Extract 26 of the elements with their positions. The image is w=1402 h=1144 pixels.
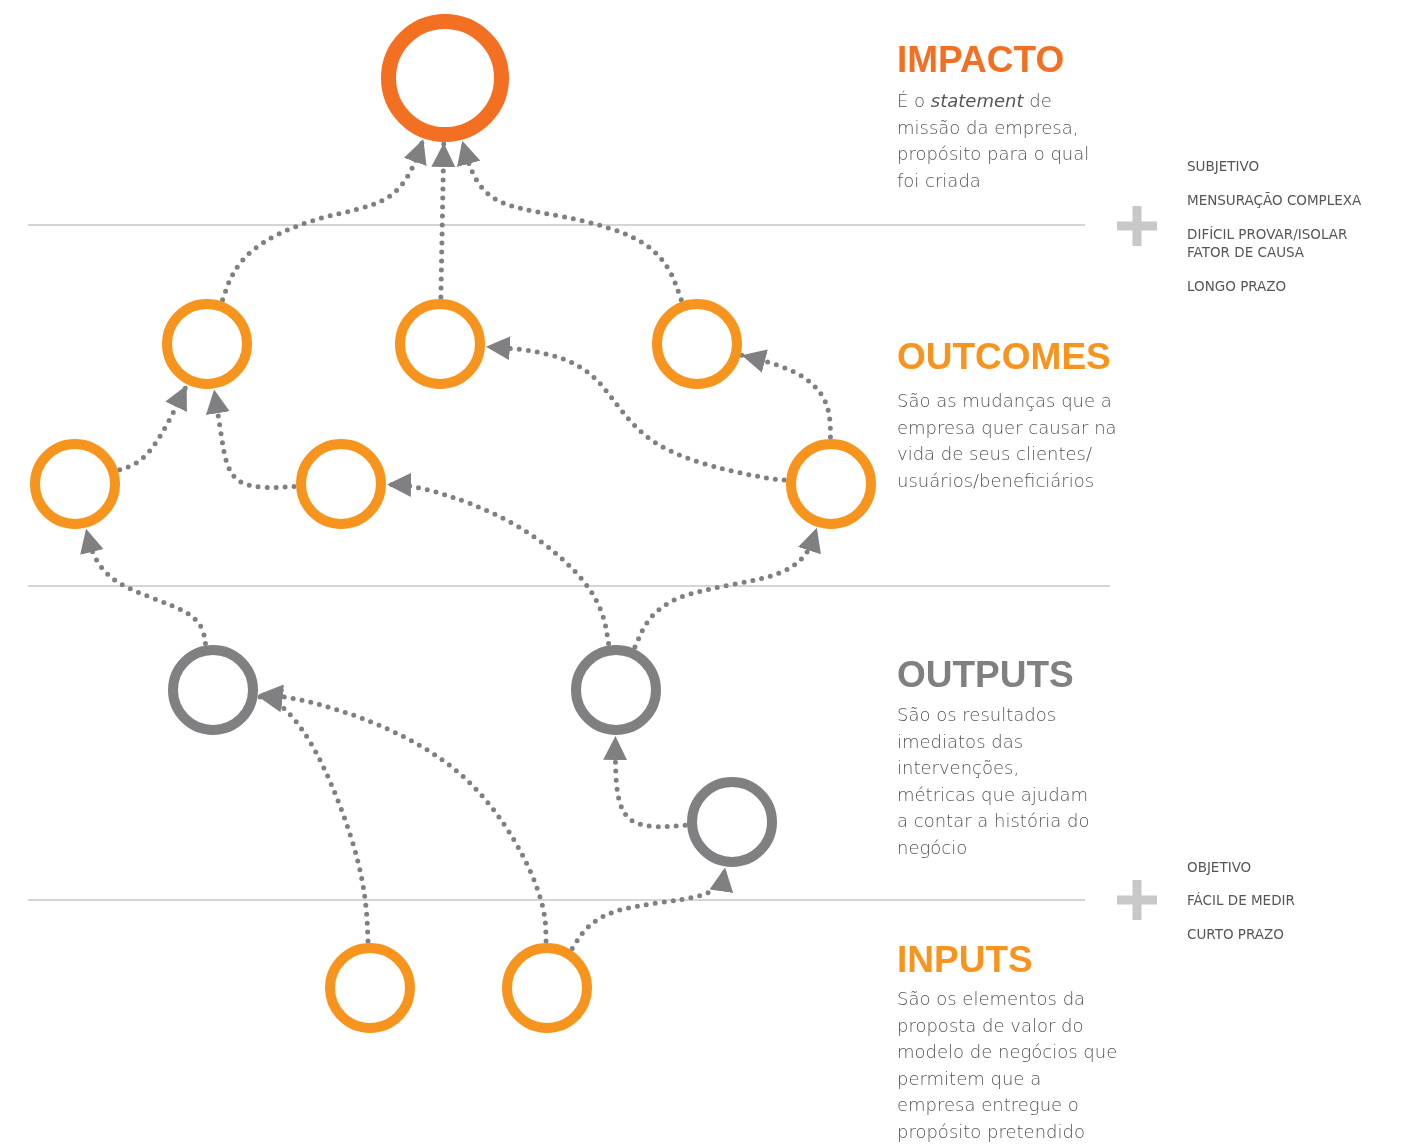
characteristic-item: DIFÍCIL PROVAR/ISOLAR FATOR DE CAUSA	[1187, 225, 1349, 261]
dotted-arrow	[256, 684, 549, 944]
dotted-arrow	[431, 140, 456, 300]
dotted-arrow	[256, 688, 371, 944]
level-heading: INPUTS	[897, 940, 1033, 980]
level-description: São as mudanças que a empresa quer causar na vida de seus clientes/ usuários/beneficiários	[897, 389, 1118, 493]
level-heading: OUTPUTS	[897, 655, 1074, 695]
dotted-arrow	[117, 382, 190, 473]
characteristic-item: OBJETIVO	[1187, 858, 1253, 876]
dotted-arrow	[739, 349, 833, 440]
dotted-arrow	[80, 526, 208, 647]
level-description: São os resultados imediatos das intervenções, métricas que ajudam a contar a história do negócio	[897, 703, 1091, 860]
level-heading: IMPACTO	[897, 40, 1065, 80]
characteristic-item: CURTO PRAZO	[1187, 925, 1285, 943]
dotted-arrow	[603, 733, 688, 830]
dotted-arrow	[632, 525, 821, 650]
level-description: É o statement de missão da empresa, propósito para o qual foi criada	[897, 89, 1091, 193]
dotted-arrow	[384, 472, 612, 647]
level-description: São os elementos da proposta de valor do modelo de negócios que permitem que a empresa entregue o propósito pretendido	[897, 987, 1119, 1144]
dotted-arrow	[483, 336, 787, 483]
dotted-arrow	[457, 138, 684, 303]
level-heading: OUTCOMES	[897, 337, 1111, 377]
characteristic-item: FÁCIL DE MEDIR	[1187, 891, 1296, 909]
characteristic-item: MENSURAÇÃO COMPLEXA	[1187, 191, 1363, 209]
characteristic-item: SUBJETIVO	[1187, 157, 1261, 175]
characteristic-item: LONGO PRAZO	[1187, 277, 1288, 295]
